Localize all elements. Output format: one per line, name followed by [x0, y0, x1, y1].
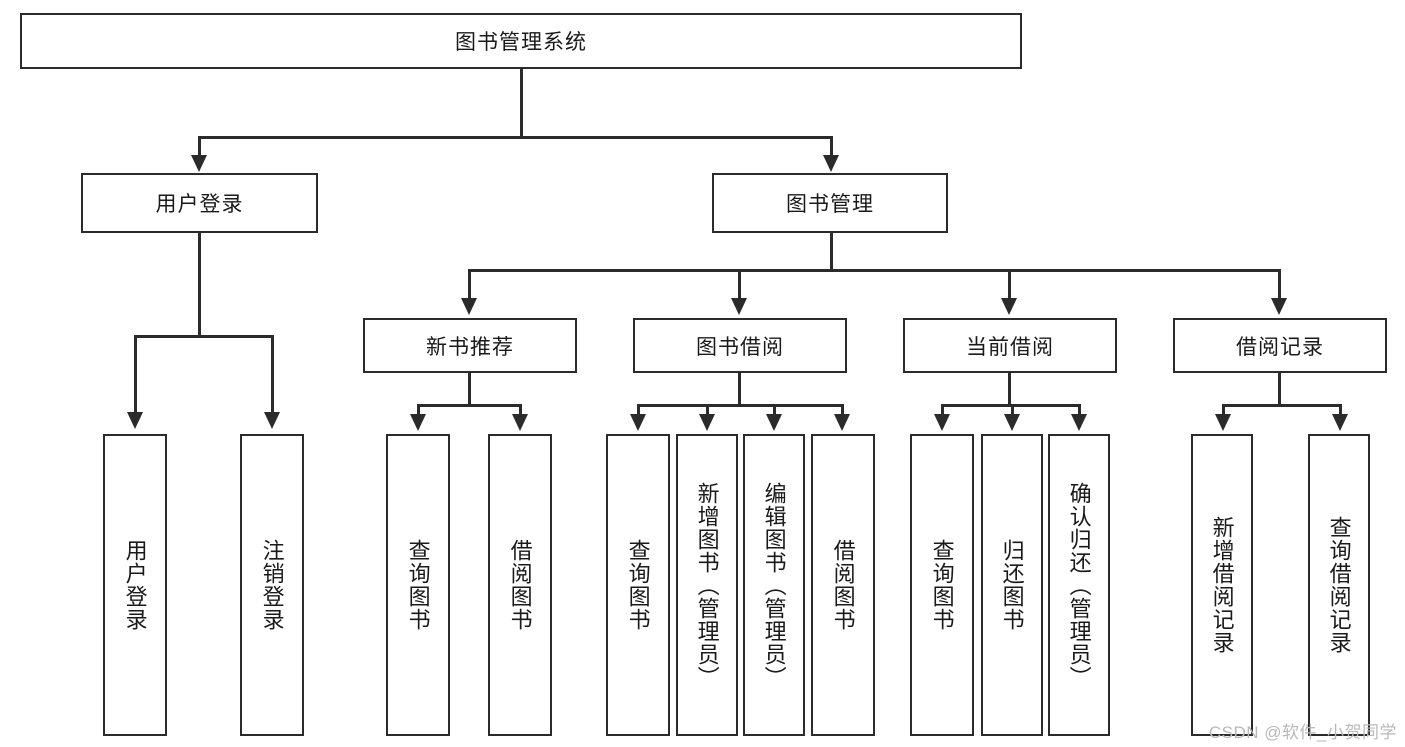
- node-leaf-return-book[interactable]: 归还图书: [981, 434, 1043, 736]
- watermark-text: CSDN @软件_小贺同学: [1208, 723, 1397, 742]
- node-leaf-add-record-label: 新增借阅记录: [1209, 516, 1235, 654]
- edge-current-stem: [1008, 373, 1011, 406]
- arrow-borrow-to-leaf4: [834, 414, 850, 431]
- edge-record-to-leaf2: [1339, 404, 1342, 416]
- edge-current-bus: [941, 404, 1080, 407]
- node-leaf-query-book-1[interactable]: 查询图书: [386, 434, 450, 736]
- node-leaf-user-login-label: 用户登录: [122, 539, 148, 631]
- node-book-borrow[interactable]: 图书借阅: [633, 318, 847, 373]
- edge-book-manage-to-borrow: [738, 269, 741, 301]
- edge-borrow-to-leaf3: [773, 404, 776, 416]
- edge-root-to-user-login: [198, 136, 201, 158]
- node-user-login[interactable]: 用户登录: [81, 173, 318, 233]
- node-current-borrow-label: 当前借阅: [966, 335, 1054, 359]
- edge-user-login-to-leaf1: [134, 335, 137, 415]
- arrow-user-login-to-leaf1: [127, 412, 143, 429]
- arrow-recommend-to-leaf1: [410, 414, 426, 431]
- edge-root-stem: [520, 69, 523, 138]
- node-leaf-query-record-label: 查询借阅记录: [1326, 516, 1352, 654]
- edge-book-manage-to-current: [1008, 269, 1011, 301]
- arrow-user-login-to-leaf2: [264, 412, 280, 429]
- node-leaf-borrow-book-1[interactable]: 借阅图书: [488, 434, 552, 736]
- edge-record-bus: [1222, 404, 1341, 407]
- arrow-borrow-to-leaf3: [766, 414, 782, 431]
- node-leaf-user-login[interactable]: 用户登录: [103, 434, 167, 736]
- arrow-book-manage-to-record: [1271, 298, 1287, 315]
- arrow-record-to-leaf2: [1332, 414, 1348, 431]
- edge-borrow-to-leaf2: [706, 404, 709, 416]
- node-leaf-user-logout-label: 注销登录: [259, 539, 285, 631]
- node-leaf-edit-book[interactable]: 编辑图书（管理员）: [743, 434, 805, 736]
- edge-root-bus: [198, 136, 833, 139]
- edge-book-manage-to-recommend: [468, 269, 471, 301]
- node-borrow-record[interactable]: 借阅记录: [1173, 318, 1387, 373]
- node-leaf-add-record[interactable]: 新增借阅记录: [1191, 434, 1253, 736]
- edge-borrow-to-leaf1: [637, 404, 640, 416]
- node-new-book-recommend[interactable]: 新书推荐: [363, 318, 577, 373]
- edge-book-manage-stem: [830, 233, 833, 272]
- node-new-book-recommend-label: 新书推荐: [426, 335, 514, 359]
- node-leaf-query-book-2-label: 查询图书: [625, 539, 651, 631]
- edge-root-to-book-manage: [830, 136, 833, 158]
- node-leaf-borrow-book-2[interactable]: 借阅图书: [811, 434, 875, 736]
- node-leaf-borrow-book-1-label: 借阅图书: [507, 539, 533, 631]
- node-book-borrow-label: 图书借阅: [696, 335, 784, 359]
- edge-current-to-leaf2: [1011, 404, 1014, 416]
- node-leaf-borrow-book-2-label: 借阅图书: [830, 539, 856, 631]
- edge-user-login-bus: [134, 335, 274, 338]
- edge-current-to-leaf1: [941, 404, 944, 416]
- edge-user-login-to-leaf2: [271, 335, 274, 415]
- arrow-book-manage-to-current: [1001, 298, 1017, 315]
- node-root[interactable]: 图书管理系统: [20, 13, 1022, 69]
- arrow-root-to-book-manage: [823, 155, 839, 172]
- node-root-label: 图书管理系统: [455, 31, 587, 54]
- edge-recommend-stem: [468, 373, 471, 406]
- node-leaf-confirm-return-label: 确认归还（管理员）: [1066, 481, 1092, 689]
- node-leaf-add-book-label: 新增图书（管理员）: [694, 481, 720, 689]
- arrow-book-manage-to-borrow: [731, 298, 747, 315]
- node-current-borrow[interactable]: 当前借阅: [903, 318, 1117, 373]
- arrow-current-to-leaf2: [1004, 414, 1020, 431]
- node-leaf-add-book[interactable]: 新增图书（管理员）: [676, 434, 738, 736]
- node-leaf-query-book-1-label: 查询图书: [405, 539, 431, 631]
- arrow-root-to-user-login: [191, 155, 207, 172]
- edge-borrow-to-leaf4: [841, 404, 844, 416]
- edge-user-login-stem: [198, 233, 201, 337]
- arrow-borrow-to-leaf1: [630, 414, 646, 431]
- edge-borrow-stem: [738, 373, 741, 406]
- edge-recommend-to-leaf2: [519, 404, 522, 416]
- node-borrow-record-label: 借阅记录: [1236, 335, 1324, 359]
- edge-book-manage-to-record: [1278, 269, 1281, 301]
- arrow-record-to-leaf1: [1215, 414, 1231, 431]
- edge-record-stem: [1278, 373, 1281, 406]
- edge-recommend-bus: [417, 404, 522, 407]
- edge-current-to-leaf3: [1078, 404, 1081, 416]
- edge-borrow-bus: [637, 404, 844, 407]
- arrow-current-to-leaf1: [934, 414, 950, 431]
- edge-record-to-leaf1: [1222, 404, 1225, 416]
- node-leaf-query-record[interactable]: 查询借阅记录: [1308, 434, 1370, 736]
- node-book-manage[interactable]: 图书管理: [712, 173, 948, 233]
- node-leaf-query-book-3[interactable]: 查询图书: [910, 434, 974, 736]
- node-leaf-query-book-2[interactable]: 查询图书: [606, 434, 670, 736]
- edge-recommend-to-leaf1: [417, 404, 420, 416]
- node-leaf-query-book-3-label: 查询图书: [929, 539, 955, 631]
- arrow-recommend-to-leaf2: [512, 414, 528, 431]
- node-book-manage-label: 图书管理: [786, 193, 874, 216]
- node-user-login-label: 用户登录: [155, 193, 244, 216]
- arrow-borrow-to-leaf2: [699, 414, 715, 431]
- node-leaf-user-logout[interactable]: 注销登录: [240, 434, 304, 736]
- node-leaf-edit-book-label: 编辑图书（管理员）: [761, 481, 787, 689]
- edge-book-manage-bus: [468, 269, 1280, 272]
- arrow-book-manage-to-recommend: [461, 298, 477, 315]
- node-leaf-return-book-label: 归还图书: [999, 539, 1025, 631]
- arrow-current-to-leaf3: [1071, 414, 1087, 431]
- node-leaf-confirm-return[interactable]: 确认归还（管理员）: [1048, 434, 1110, 736]
